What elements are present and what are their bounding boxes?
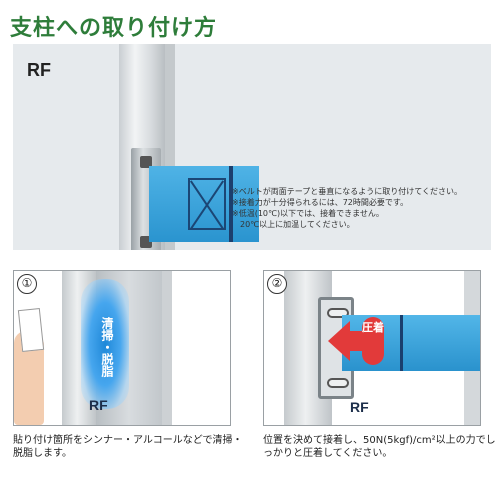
step-2-caption: 位置を決めて接着し、50N(5kgf)/cm²以上の力でしっかりと圧着してくださ… [263, 435, 496, 459]
belt-stitch-line [400, 315, 403, 371]
bracket-hole [140, 156, 152, 168]
note-line: ※接着力が十分得られるには、72時間必要です。 [232, 198, 409, 207]
belt-stitch-line [229, 166, 233, 242]
note-line: ※低温(10℃)以下では、接着できません。 [232, 209, 384, 218]
step-1-caption: 貼り付け箇所をシンナー・アルコールなどで清掃・脱脂します。 [13, 435, 243, 459]
note-line: 20℃以上に加温してください。 [232, 220, 355, 229]
post-edge [165, 44, 175, 250]
press-label: 圧着 [362, 317, 384, 365]
cleaning-label: 清掃・脱脂 [100, 317, 114, 377]
cloth-icon [17, 307, 45, 353]
step-1-rf-label: RF [89, 397, 108, 413]
step-2-illustration: 圧着 RF ② [263, 270, 481, 426]
bracket-slot [327, 308, 349, 318]
step-1-illustration: 清掃・脱脂 RF ① [13, 270, 231, 426]
main-photo-label: RF [27, 60, 51, 80]
note-line: ※ベルトが両面テープと垂直になるように取り付けてください。 [232, 187, 462, 196]
step-number: ① [17, 274, 37, 294]
belt-box-stitch [188, 178, 226, 230]
main-photo: RF [13, 44, 491, 250]
step-2-rf-label: RF [350, 399, 369, 415]
page-title: 支柱への取り付け方 [10, 16, 218, 41]
bracket-slot [327, 378, 349, 388]
press-arrow-icon [328, 321, 350, 361]
main-notes: ※ベルトが両面テープと垂直になるように取り付けてください。 ※接着力が十分得られ… [232, 186, 500, 230]
step-number: ② [267, 274, 287, 294]
cleaning-area-highlight [81, 279, 129, 409]
post-rail [162, 271, 172, 425]
